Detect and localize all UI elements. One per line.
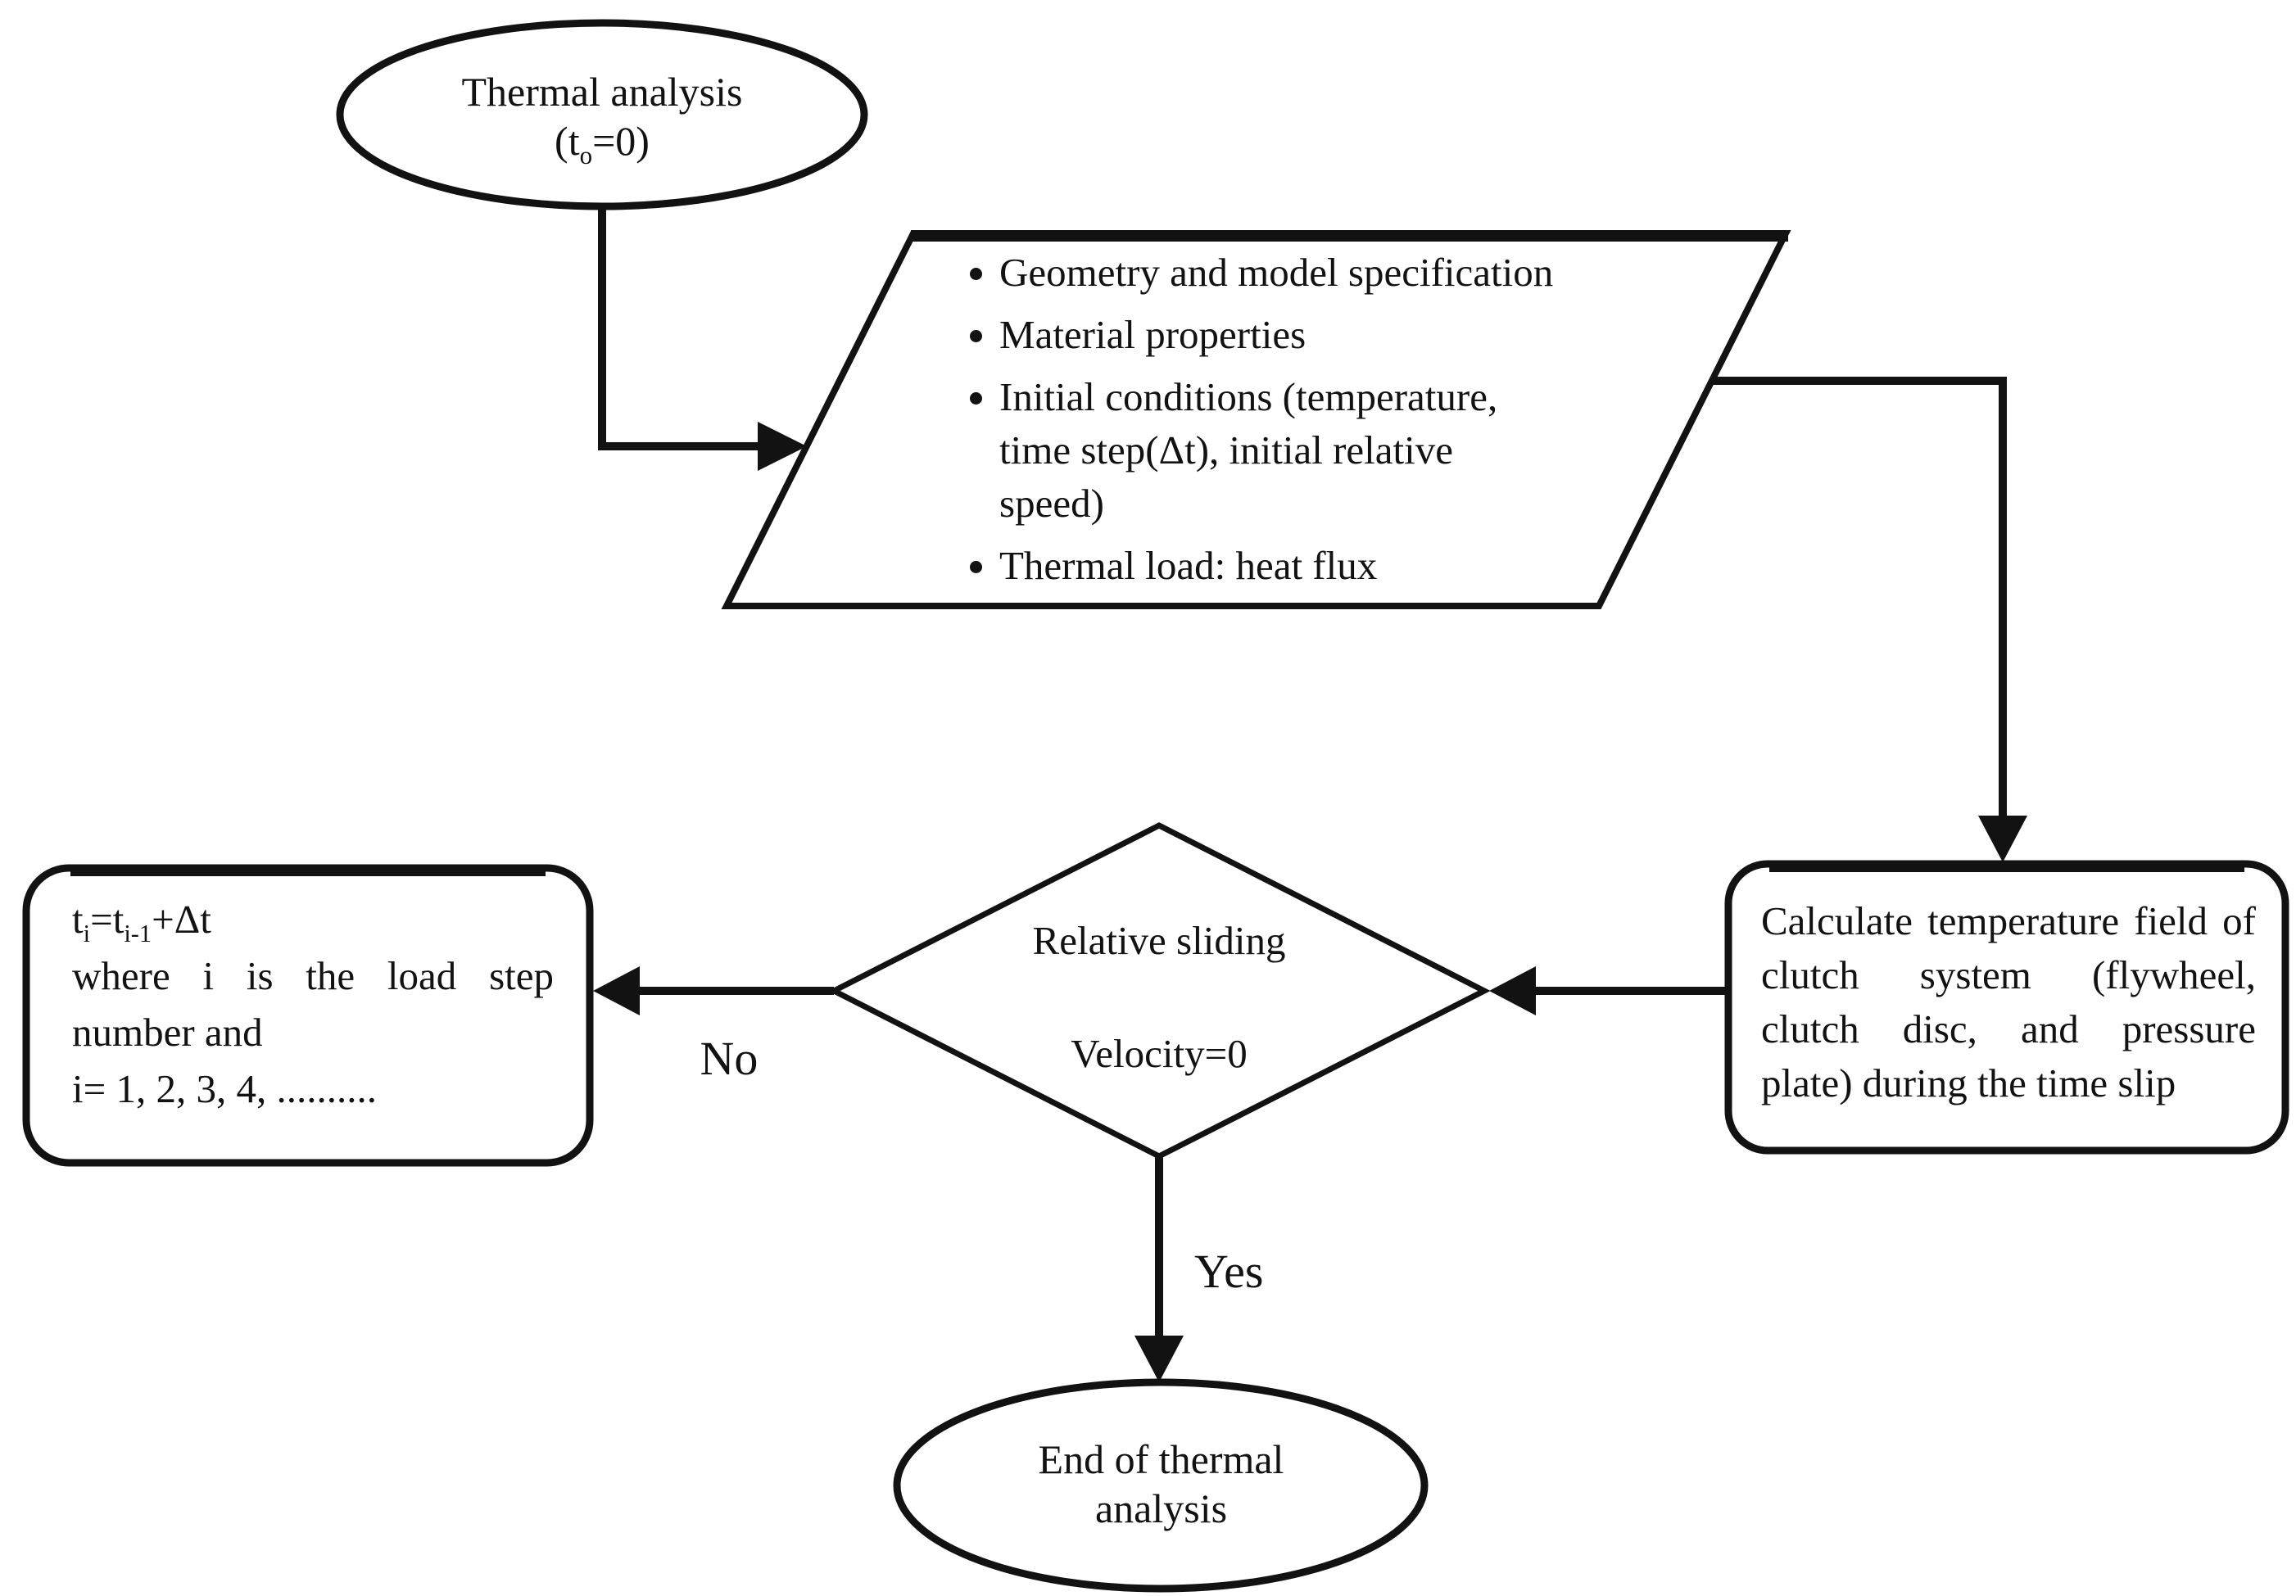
start-formula-subscript: o [579, 141, 593, 170]
edge-label-no: No [700, 1032, 759, 1085]
update-node: ti=ti-1+Δt where i is the load step numb… [72, 891, 554, 1117]
edge-label-yes: Yes [1194, 1245, 1264, 1298]
arrowhead-input-to-calculate [1978, 816, 2027, 862]
start-node-formula: (to=0) [555, 118, 650, 170]
arrowhead-decision-to-end [1134, 1336, 1184, 1382]
input-bullet-item: Initial conditions (temperature, time st… [999, 370, 1628, 530]
input-bullet-item: Thermal load: heat flux [999, 539, 1628, 592]
decision-node-line2: Velocity=0 [1071, 1031, 1248, 1076]
end-node: End of thermal analysis [897, 1435, 1425, 1533]
input-node: Geometry and model specification Materia… [957, 246, 1628, 601]
end-node-line2: analysis [1094, 1485, 1228, 1531]
decision-diamond-shape [827, 822, 1491, 1160]
arrowhead-decision-to-update [593, 966, 640, 1015]
arrowhead-calculate-to-decision [1489, 966, 1536, 1015]
start-node-line1: Thermal analysis [461, 69, 743, 115]
update-node-formula: ti=ti-1+Δt [72, 897, 211, 947]
update-node-line3: i= 1, 2, 3, 4, .......... [72, 1066, 377, 1111]
input-bullet-item: Material properties [999, 308, 1628, 361]
update-formula-subscript-i: i [83, 919, 91, 947]
end-node-line1: End of thermal [1038, 1436, 1284, 1482]
decision-node-line1: Relative sliding [1032, 918, 1286, 963]
arrowhead-start-to-input [758, 422, 807, 471]
input-bullet-list: Geometry and model specification Materia… [957, 246, 1628, 592]
calculate-node: Calculate temperature field of clutch sy… [1761, 898, 2256, 1105]
connector-start-to-input [598, 206, 760, 450]
end-ellipse-shape [893, 1378, 1429, 1593]
input-bullet-item: Geometry and model specification [999, 246, 1628, 299]
connector-input-to-calculate [1711, 377, 2007, 819]
start-node: Thermal analysis (to=0) [340, 67, 864, 170]
update-formula-subscript-i-1: i-1 [124, 919, 152, 947]
update-node-line2: where i is the load step number and [72, 953, 554, 1055]
